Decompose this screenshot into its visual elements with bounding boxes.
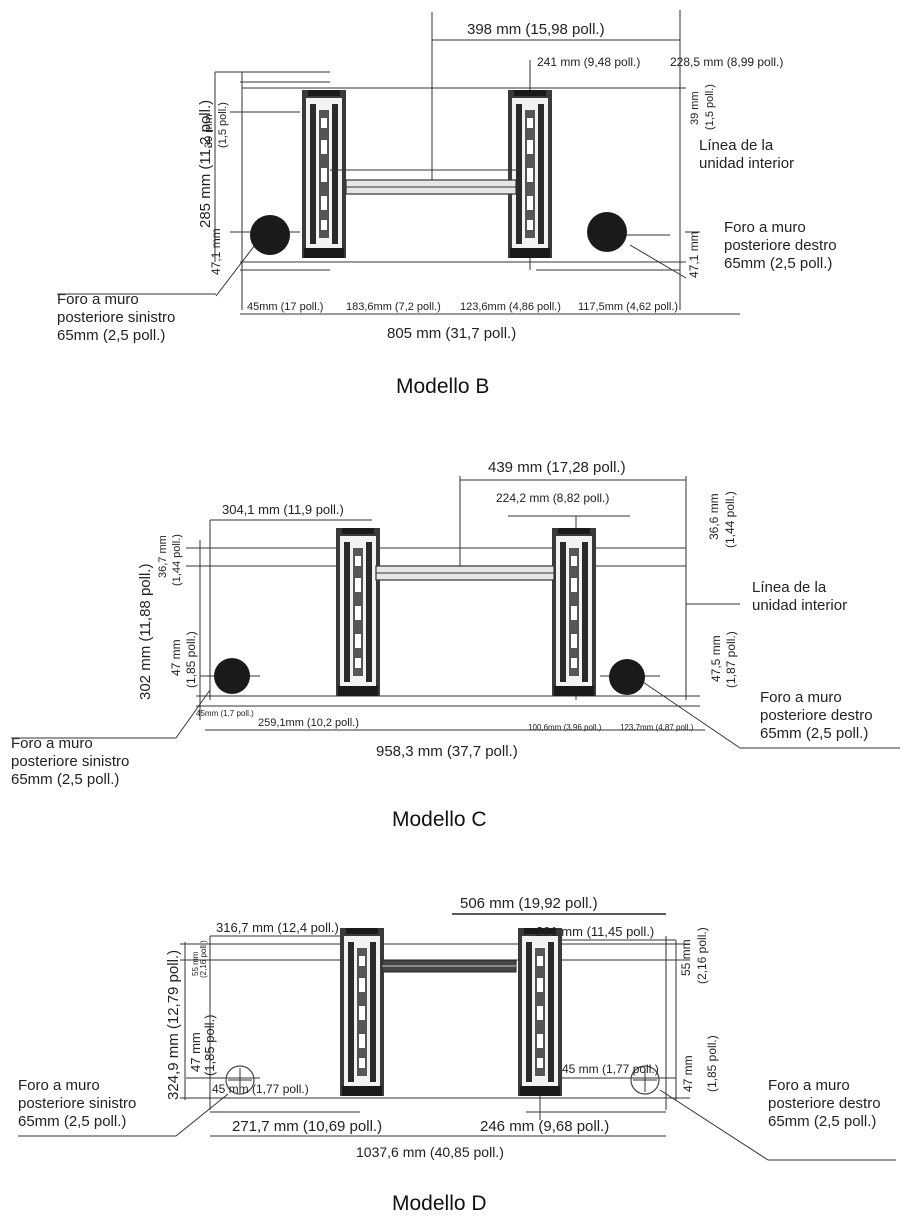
- indoor-unit-line-label: unidad interior: [699, 155, 794, 172]
- dim-label: 117,5mm (4,62 poll.): [578, 301, 678, 313]
- dim-label: 55 mm: [679, 939, 693, 976]
- left-bracket-icon: [340, 928, 384, 1096]
- dim-label: 123,6mm (4,86 poll.): [460, 301, 561, 313]
- model-caption: Modello B: [396, 375, 489, 398]
- dim-label: 36,6 mm: [707, 493, 721, 540]
- left-hole-label: 65mm (2,5 poll.): [11, 771, 119, 788]
- dim-label: 259,1mm (10,2 poll.): [258, 717, 359, 729]
- right-hole-label: posteriore destro: [768, 1095, 881, 1112]
- dim-label: 47,1 mm: [209, 228, 223, 275]
- dim-label: 324,9 mm (12,79 poll.): [165, 950, 182, 1100]
- right-bracket-icon: [508, 90, 552, 258]
- dim-label: (1,85 poll.): [705, 1035, 719, 1092]
- left-bracket-icon: [302, 90, 346, 258]
- dim-label: (1,5 poll.): [704, 84, 716, 130]
- right-hole-label: 65mm (2,5 poll.): [724, 255, 832, 272]
- right-bracket-icon: [518, 928, 562, 1096]
- dim-label: 241 mm (9,48 poll.): [537, 55, 640, 69]
- dim-label: 291 mm (11,45 poll.): [536, 924, 654, 939]
- dim-label: 958,3 mm (37,7 poll.): [376, 743, 518, 760]
- dim-label: 47 mm: [188, 1032, 203, 1072]
- dim-label: (1,44 poll.): [171, 534, 183, 586]
- right-hole-label: posteriore destro: [724, 237, 837, 254]
- left-hole-label: posteriore sinistro: [57, 309, 175, 326]
- right-hole-label: posteriore destro: [760, 707, 873, 724]
- indoor-unit-line-label: Línea de la: [699, 137, 774, 154]
- left-hole-label: 65mm (2,5 poll.): [18, 1113, 126, 1130]
- dim-label: 316,7 mm (12,4 poll.): [216, 920, 339, 935]
- dim-label: 224,2 mm (8,82 poll.): [496, 491, 609, 505]
- dim-label: 100,6mm (3,96 poll.): [528, 723, 602, 732]
- dim-label: (2,16 poll.): [695, 927, 709, 984]
- dim-label: 228,5 mm (8,99 poll.): [670, 55, 783, 69]
- dim-label: 47 mm: [681, 1055, 695, 1092]
- dim-label: 183,6mm (7,2 poll.): [346, 301, 441, 313]
- model-caption: Modello D: [392, 1192, 487, 1215]
- dim-label: 45 mm (1,77 poll.): [212, 1082, 309, 1096]
- dim-label: 55 mm: [191, 951, 200, 976]
- dim-label: 302 mm (11,88 poll.): [137, 564, 154, 700]
- dim-label: 47 mm: [169, 639, 183, 676]
- dim-label: 47,1 mm: [687, 231, 701, 278]
- dim-label: 39 mm: [689, 91, 701, 125]
- model-c: 439 mm (17,28 poll.) 224,2 mm (8,82 poll…: [11, 459, 900, 831]
- left-hole-label: Foro a muro: [18, 1077, 100, 1094]
- left-hole-label: Foro a muro: [57, 291, 139, 308]
- right-hole-label: 65mm (2,5 poll.): [768, 1113, 876, 1130]
- dim-label: (1,87 poll.): [724, 631, 738, 688]
- right-bracket-icon: [552, 528, 596, 696]
- dim-label: 304,1 mm (11,9 poll.): [222, 502, 344, 517]
- dim-label: (1,85 poll.): [202, 1015, 217, 1076]
- right-wall-hole-icon: [630, 1065, 660, 1095]
- dim-label: 45 mm (1,77 poll.): [562, 1062, 659, 1076]
- right-hole-label: Foro a muro: [768, 1077, 850, 1094]
- left-wall-hole-icon: [214, 658, 250, 694]
- indoor-unit-line-label: Línea de la: [752, 579, 827, 596]
- model-caption: Modello C: [392, 808, 487, 831]
- left-hole-label: 65mm (2,5 poll.): [57, 327, 165, 344]
- right-hole-label: 65mm (2,5 poll.): [760, 725, 868, 742]
- model-d: 506 mm (19,92 poll.) 316,7 mm (12,4 poll…: [18, 895, 896, 1215]
- right-wall-hole-icon: [587, 212, 627, 252]
- dim-label: 123,7mm (4,87 poll.): [620, 723, 694, 732]
- model-b: 398 mm (15,98 poll.) 241 mm (9,48 poll.)…: [57, 10, 837, 398]
- dim-label: 398 mm (15,98 poll.): [467, 21, 605, 38]
- dim-label: 506 mm (19,92 poll.): [460, 895, 598, 912]
- dim-label: (1,85 poll.): [184, 631, 198, 688]
- left-hole-label: posteriore sinistro: [18, 1095, 136, 1112]
- dim-label: 439 mm (17,28 poll.): [488, 459, 626, 476]
- left-hole-label: Foro a muro: [11, 735, 93, 752]
- dim-label: 246 mm (9,68 poll.): [480, 1118, 609, 1135]
- indoor-unit-line-label: unidad interior: [752, 597, 847, 614]
- right-hole-label: Foro a muro: [760, 689, 842, 706]
- dim-label: 285 mm (11,2 poll.): [197, 100, 214, 228]
- right-wall-hole-icon: [609, 659, 645, 695]
- dim-label: 1037,6 mm (40,85 poll.): [356, 1144, 504, 1160]
- dim-label: 271,7 mm (10,69 poll.): [232, 1118, 382, 1135]
- left-hole-label: posteriore sinistro: [11, 753, 129, 770]
- dim-label: 47,5 mm: [709, 635, 723, 682]
- dim-label: 805 mm (31,7 poll.): [387, 325, 516, 342]
- dim-label: 39 mm: [203, 114, 215, 148]
- left-bracket-icon: [336, 528, 380, 696]
- dim-label: 45mm (1,7 poll.): [196, 709, 254, 718]
- left-wall-hole-icon: [250, 215, 290, 255]
- left-wall-hole-icon: [225, 1065, 255, 1095]
- dim-label: (1,44 poll.): [723, 491, 737, 548]
- dim-label: (2,16 poll.): [199, 940, 208, 978]
- dim-label: (1,5 poll.): [217, 102, 229, 148]
- dim-label: 45mm (17 poll.): [247, 301, 323, 313]
- right-hole-label: Foro a muro: [724, 219, 806, 236]
- dim-label: 36,7 mm: [157, 535, 169, 578]
